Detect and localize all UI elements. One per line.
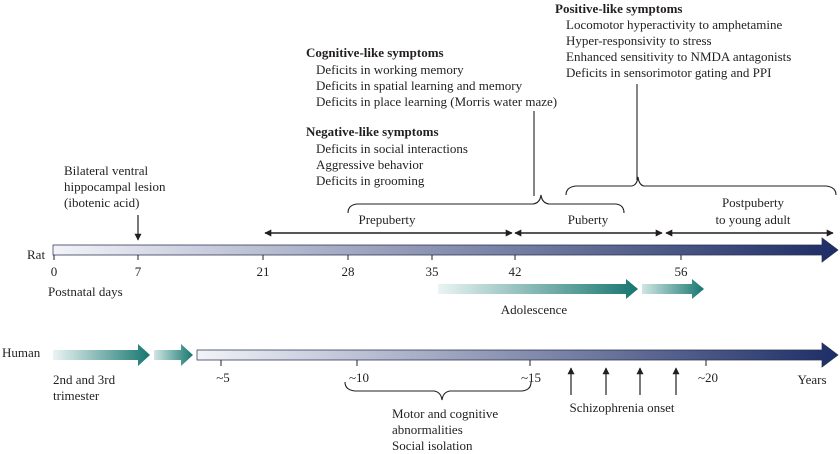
adolescence-arrow-continuation [642, 279, 704, 299]
negative-symptom-item: Deficits in grooming [316, 173, 425, 188]
adolescence-arrow [438, 279, 638, 299]
rat-tick-label: 21 [257, 264, 270, 279]
positive-symptom-item: Enhanced sensitivity to NMDA antagonists [566, 49, 791, 64]
lesion-label: Bilateral ventral hippocampal lesion (ib… [64, 163, 166, 210]
abnormalities-brace [344, 381, 532, 401]
fetal-arrow-continuation [154, 344, 193, 366]
human-tick-labels: ~5 ~10 ~15 ~20 [216, 370, 718, 385]
abnormalities-label-line: abnormalities [392, 422, 463, 437]
onset-arrows [567, 367, 680, 395]
adolescence-label: Adolescence [501, 302, 568, 317]
abnormalities-label-line: Motor and cognitive [392, 406, 498, 421]
lesion-label-line: hippocampal lesion [64, 179, 166, 194]
positive-symptom-item: Deficits in sensorimotor gating and PPI [566, 65, 771, 80]
postnatal-days-label: Postnatal days [48, 284, 123, 299]
negative-symptom-item: Aggressive behavior [316, 157, 424, 172]
positive-symptoms-heading: Positive-like symptoms [555, 1, 682, 16]
brace-connectors [347, 84, 837, 214]
cognitive-symptom-item: Deficits in place learning (Morris water… [316, 94, 557, 109]
years-label: Years [797, 372, 826, 387]
puberty-postpuberty-brace [565, 176, 837, 196]
rat-tick-label: 42 [509, 264, 522, 279]
rat-tick-label: 0 [51, 264, 58, 279]
abnormalities-label-line: Social isolation [392, 438, 473, 453]
positive-symptom-item: Hyper-responsivity to stress [566, 33, 712, 48]
human-tick-label: ~15 [521, 370, 541, 385]
positive-symptom-item: Locomotor hyperactivity to amphetamine [566, 17, 782, 32]
human-tick-label: ~5 [216, 370, 230, 385]
trimester-label: trimester [53, 388, 100, 403]
positive-symptoms-block: Positive-like symptoms Locomotor hyperac… [555, 1, 791, 80]
puberty-label: Puberty [568, 212, 609, 227]
lesion-label-line: Bilateral ventral [64, 163, 148, 178]
prepuberty-label: Prepuberty [358, 212, 416, 227]
prepuberty-puberty-brace [347, 194, 625, 214]
rat-tick-label: 28 [342, 264, 355, 279]
rat-tick-label: 35 [426, 264, 439, 279]
rat-tick-labels: 0 7 21 28 35 42 56 [51, 264, 688, 279]
trimester-label: 2nd and 3rd [53, 372, 116, 387]
negative-symptoms-heading: Negative-like symptoms [306, 124, 439, 139]
cognitive-symptom-item: Deficits in working memory [316, 62, 464, 77]
cognitive-symptoms-heading: Cognitive-like symptoms [306, 45, 444, 60]
schizophrenia-onset-label: Schizophrenia onset [569, 400, 674, 415]
human-timeline-bar [196, 342, 839, 368]
rat-tick-label: 7 [135, 264, 142, 279]
negative-symptom-item: Deficits in social interactions [316, 141, 468, 156]
human-label: Human [2, 345, 41, 360]
rat-timeline-bar [52, 237, 839, 263]
rat-tick-label: 56 [675, 264, 689, 279]
human-tick-label: ~10 [349, 370, 369, 385]
postpuberty-label: to young adult [715, 212, 790, 227]
human-ticks [220, 360, 707, 366]
rat-label: Rat [27, 247, 45, 262]
postpuberty-label: Postpuberty [722, 195, 785, 210]
fetal-arrow [53, 344, 150, 366]
cognitive-symptom-item: Deficits in spatial learning and memory [316, 78, 523, 93]
abnormalities-label: Motor and cognitive abnormalities Social… [392, 406, 498, 453]
human-tick-label: ~20 [698, 370, 718, 385]
lesion-label-line: (ibotenic acid) [64, 195, 139, 210]
negative-symptoms-block: Negative-like symptoms Deficits in socia… [306, 124, 468, 188]
rat-ticks [53, 255, 682, 260]
cognitive-symptoms-block: Cognitive-like symptoms Deficits in work… [306, 45, 557, 109]
